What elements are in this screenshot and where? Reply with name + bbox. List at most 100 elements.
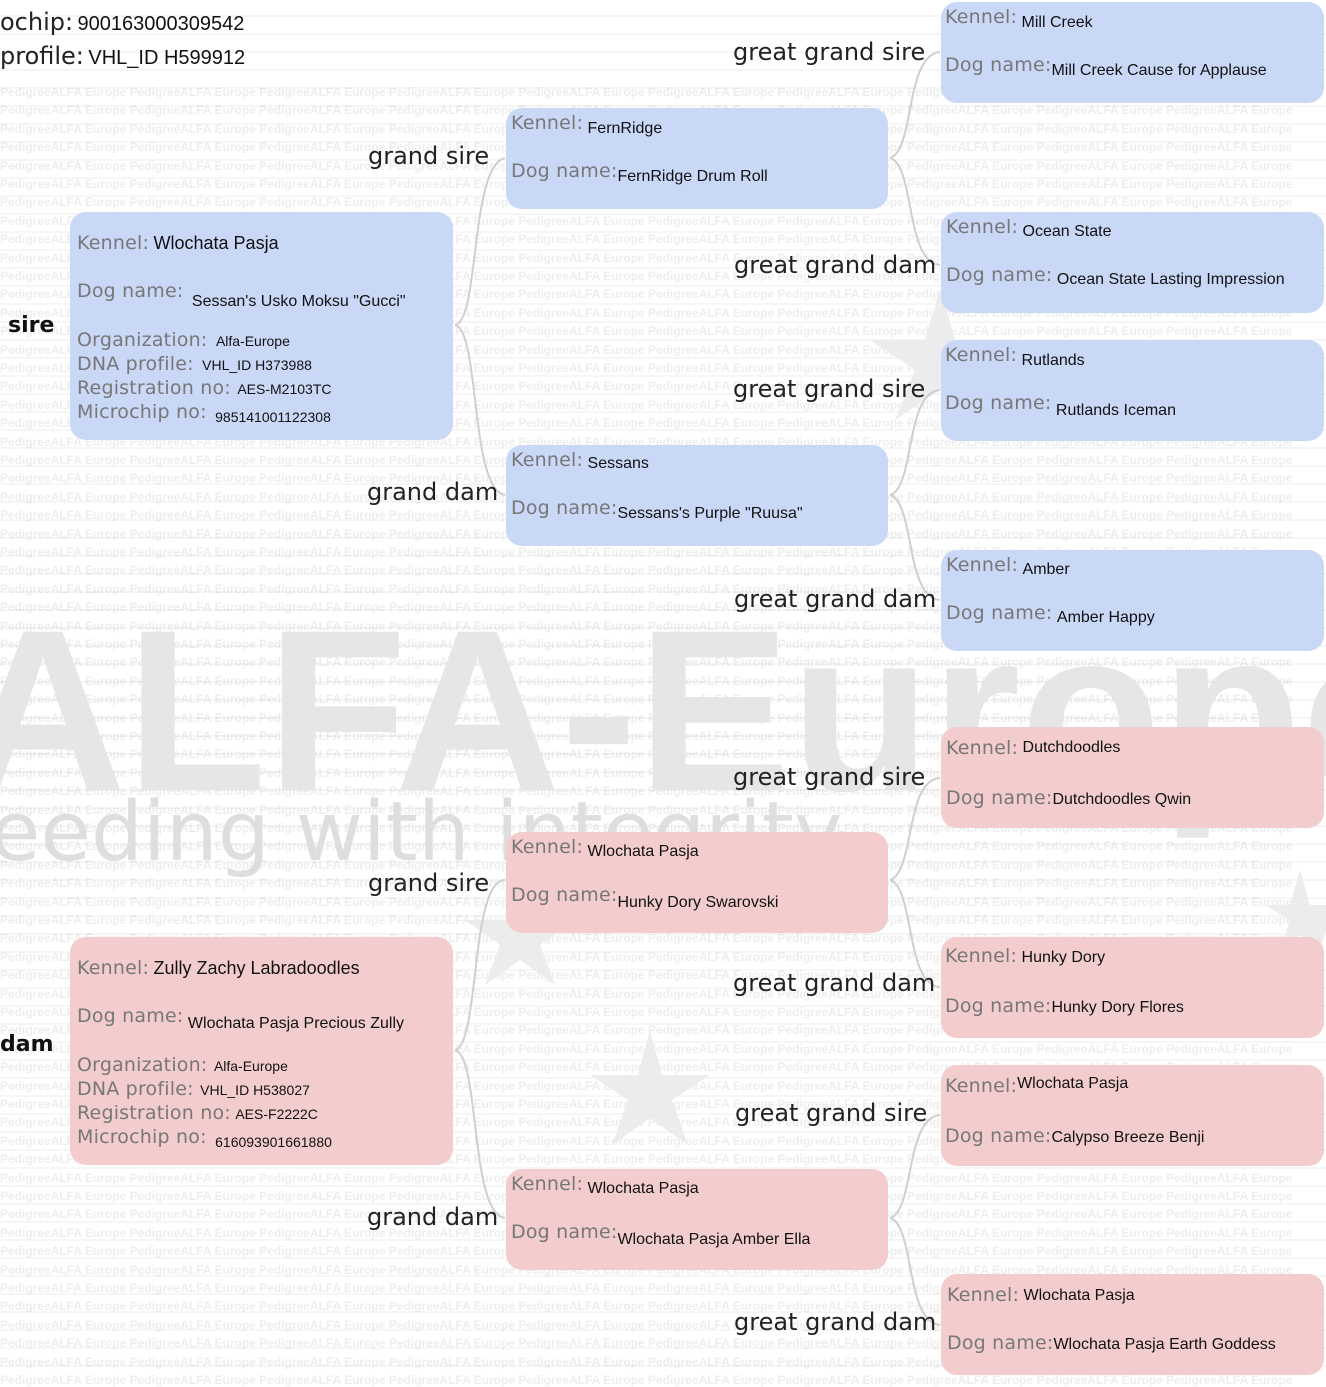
great-grandparent-dog-name: Ocean State Lasting Impression — [1056, 271, 1285, 288]
kennel-label: Kennel: — [946, 216, 1019, 238]
great-grandparent-kennel: Dutchdoodles — [1022, 739, 1121, 756]
kennel-label: Kennel: — [77, 232, 150, 254]
great-grandparent-dog-name: Calypso Breeze Benji — [1051, 1129, 1205, 1146]
great-grandparent-card[interactable]: Kennel: Wlochata Pasja Dog name:Wlochata… — [941, 1274, 1324, 1375]
dog-name-label: Dog name: — [946, 264, 1053, 286]
microchip-label: Microchip no: — [77, 401, 207, 423]
grandparent-card[interactable]: Kennel: Wlochata Pasja Dog name:Hunky Do… — [506, 832, 888, 933]
sire-dog-name: Sessan's Usko Moksu "Gucci" — [191, 293, 406, 310]
grandparent-kennel: Wlochata Pasja — [587, 1180, 699, 1197]
sire-card[interactable]: Kennel: Wlochata Pasja Dog name: Sessan'… — [70, 212, 453, 440]
dam-registration: AES-F2222C — [235, 1106, 318, 1122]
watermark-pattern-row: PedigreeALFA Europe PedigreeALFA Europe … — [0, 692, 1293, 707]
grandparent-dog-name: Sessans's Purple "Ruusa" — [617, 505, 803, 522]
kennel-label: Kennel: — [945, 1075, 1018, 1097]
organization-label: Organization: — [77, 1054, 208, 1076]
grand-dam-label: grand dam — [367, 1203, 499, 1231]
grandparent-card[interactable]: Kennel: Wlochata Pasja Dog name:Wlochata… — [506, 1169, 888, 1270]
great-grandparent-card[interactable]: Kennel:Wlochata Pasja Dog name:Calypso B… — [941, 1065, 1324, 1166]
dog-name-label: Dog name: — [945, 1125, 1052, 1147]
great-grandparent-kennel: Rutlands — [1021, 352, 1085, 369]
header-dna-value: VHL_ID H599912 — [88, 47, 246, 69]
kennel-label: Kennel: — [945, 6, 1018, 28]
grandparent-kennel: Sessans — [587, 455, 649, 472]
dam-label: dam — [0, 1032, 54, 1057]
great-grandparent-card[interactable]: Kennel: Hunky Dory Dog name:Hunky Dory F… — [941, 937, 1324, 1038]
grandparent-dog-name: Hunky Dory Swarovski — [617, 894, 779, 911]
great-grandparent-kennel: Mill Creek — [1021, 14, 1093, 31]
dam-dna-profile: VHL_ID H538027 — [200, 1082, 310, 1098]
grandparent-dog-name: FernRidge Drum Roll — [617, 168, 768, 185]
dog-name-label: Dog name: — [945, 995, 1052, 1017]
watermark-pattern-row: PedigreeALFA Europe PedigreeALFA Europe … — [0, 710, 1293, 725]
dna-profile-label: DNA profile: — [77, 1078, 194, 1100]
sire-organization: Alfa-Europe — [215, 333, 290, 349]
sire-microchip: 985141001122308 — [215, 409, 331, 425]
dog-name-label: Dog name: — [946, 602, 1053, 624]
great-grandparent-dog-name: Wlochata Pasja Earth Goddess — [1053, 1336, 1276, 1353]
kennel-label: Kennel: — [511, 836, 584, 858]
microchip-label: Microchip no: — [77, 1126, 207, 1148]
watermark-star-icon — [1265, 870, 1326, 950]
sire-dna-profile: VHL_ID H373988 — [202, 357, 312, 373]
header-dna-label: profile: — [0, 42, 84, 70]
grand-sire-label: grand sire — [368, 142, 490, 170]
dog-name-label: Dog name: — [945, 54, 1052, 76]
kennel-label: Kennel: — [945, 344, 1018, 366]
sire-label: sire — [8, 313, 55, 338]
dog-name-label: Dog name: — [511, 884, 618, 906]
kennel-label: Kennel: — [946, 554, 1019, 576]
great-grandparent-card[interactable]: Kennel: Ocean State Dog name: Ocean Stat… — [941, 212, 1324, 313]
header-microchip-value: 900163000309542 — [77, 13, 245, 35]
grand-dam-label: grand dam — [367, 478, 499, 506]
great-grandparent-card[interactable]: Kennel: Dutchdoodles Dog name:Dutchdoodl… — [941, 727, 1324, 828]
dog-name-label: Dog name: — [945, 392, 1052, 414]
dog-name-label: Dog name: — [947, 1332, 1054, 1354]
great-grandparent-dog-name: Hunky Dory Flores — [1051, 999, 1184, 1016]
registration-label: Registration no: — [77, 377, 231, 399]
kennel-label: Kennel: — [947, 1284, 1020, 1306]
watermark-star-icon — [590, 1030, 710, 1145]
dna-profile-label: DNA profile: — [77, 353, 194, 375]
great-grand-sire-label: great grand sire — [733, 38, 926, 66]
great-grandparent-card[interactable]: Kennel: Amber Dog name: Amber Happy — [941, 550, 1324, 651]
great-grandparent-card[interactable]: Kennel: Rutlands Dog name: Rutlands Icem… — [941, 340, 1324, 441]
grandparent-card[interactable]: Kennel: Sessans Dog name:Sessans's Purpl… — [506, 445, 888, 546]
organization-label: Organization: — [77, 329, 208, 351]
header-dna: profile: VHL_ID H599912 — [0, 42, 245, 70]
great-grandparent-kennel: Amber — [1022, 561, 1070, 578]
watermark-pattern-row: PedigreeALFA Europe PedigreeALFA Europe … — [0, 655, 1293, 670]
dog-name-label: Dog name: — [511, 160, 618, 182]
great-grandparent-dog-name: Rutlands Iceman — [1055, 402, 1176, 419]
kennel-label: Kennel: — [511, 1173, 584, 1195]
dog-name-label: Dog name: — [77, 1005, 184, 1027]
grandparent-card[interactable]: Kennel: FernRidge Dog name:FernRidge Dru… — [506, 108, 888, 209]
great-grandparent-kennel: Wlochata Pasja — [1023, 1287, 1135, 1304]
great-grandparent-card[interactable]: Kennel: Mill Creek Dog name:Mill Creek C… — [941, 2, 1324, 103]
watermark-pattern-row: PedigreeALFA Europe PedigreeALFA Europe … — [0, 673, 1293, 688]
great-grandparent-dog-name: Mill Creek Cause for Applause — [1051, 62, 1267, 79]
dam-organization: Alfa-Europe — [213, 1058, 288, 1074]
great-grandparent-dog-name: Amber Happy — [1056, 609, 1155, 626]
dam-microchip: 616093901661880 — [215, 1134, 332, 1150]
great-grandparent-kennel: Ocean State — [1022, 223, 1112, 240]
kennel-label: Kennel: — [77, 957, 150, 979]
great-grandparent-kennel: Hunky Dory — [1021, 949, 1106, 966]
great-grand-dam-label: great grand dam — [733, 969, 936, 997]
great-grand-sire-label: great grand sire — [733, 763, 926, 791]
header-microchip: ochip: 900163000309542 — [0, 8, 244, 36]
great-grandparent-kennel: Wlochata Pasja — [1017, 1075, 1129, 1092]
watermark-star-icon — [870, 290, 1010, 420]
great-grand-dam-label: great grand dam — [734, 1308, 937, 1336]
sire-kennel: Wlochata Pasja — [153, 233, 279, 253]
dam-kennel: Zully Zachy Labradoodles — [153, 958, 360, 978]
dog-name-label: Dog name: — [77, 280, 184, 302]
dam-card[interactable]: Kennel: Zully Zachy Labradoodles Dog nam… — [70, 937, 453, 1165]
dog-name-label: Dog name: — [511, 1221, 618, 1243]
great-grand-sire-label: great grand sire — [733, 375, 926, 403]
dog-name-label: Dog name: — [946, 787, 1053, 809]
header-microchip-label: ochip: — [0, 8, 74, 36]
dog-name-label: Dog name: — [511, 497, 618, 519]
great-grand-sire-label: great grand sire — [735, 1099, 928, 1127]
